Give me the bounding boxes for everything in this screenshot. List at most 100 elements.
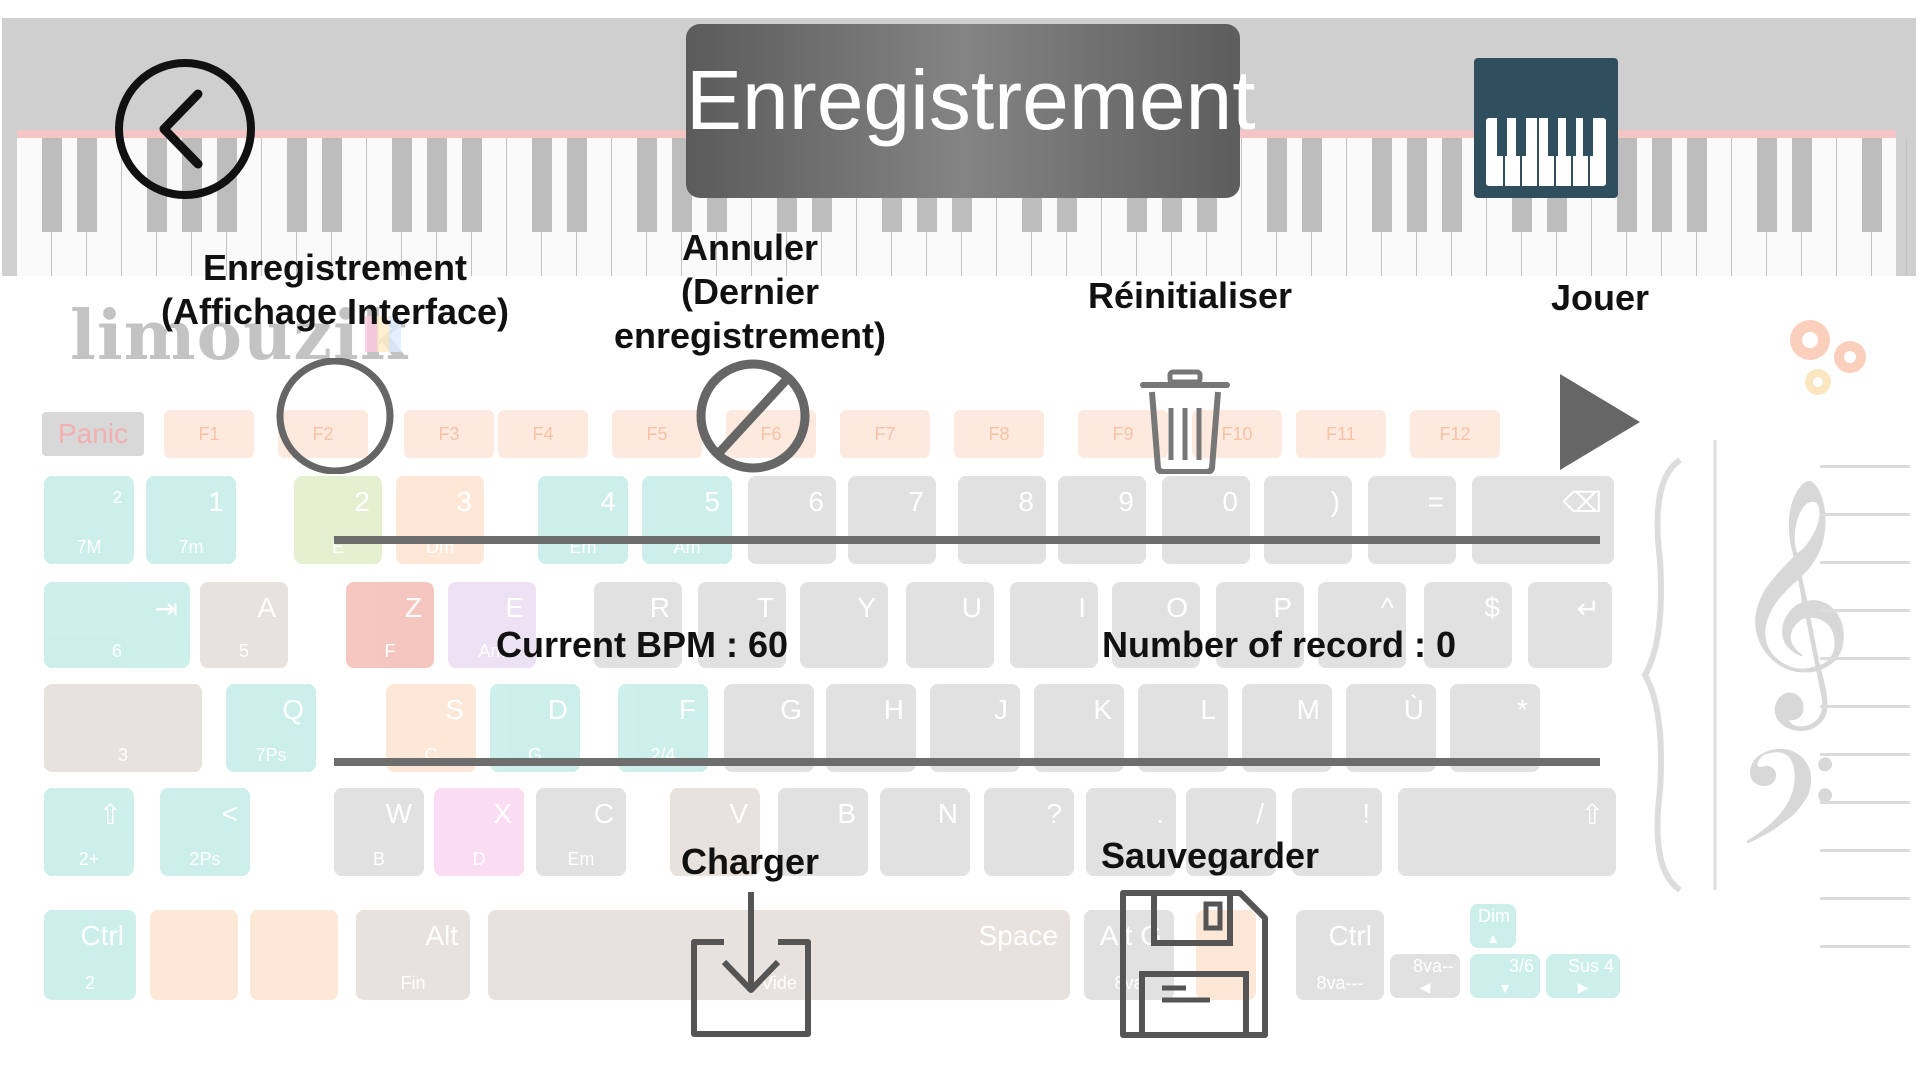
key-main-label: Ctrl [80,920,124,951]
keyboard-key[interactable]: ⇧2+ [44,788,134,876]
key-main-label: A [257,592,276,623]
keyboard-key[interactable]: N [880,788,970,876]
piano-black-key [77,138,97,232]
keyboard-key[interactable]: ? [984,788,1074,876]
function-key-f3[interactable]: F3 [404,410,494,458]
function-key-f7[interactable]: F7 [840,410,930,458]
function-key-f5[interactable]: F5 [612,410,702,458]
keyboard-key[interactable]: / [1186,788,1276,876]
save-button[interactable] [1118,888,1270,1040]
key-main-label: / [1256,798,1264,829]
key-main-label: ⌫ [1562,487,1602,518]
page-title: Enregistrement [686,53,1256,147]
keyboard-key[interactable]: 0 [1162,476,1250,564]
keyboard-key[interactable]: P [1216,582,1304,668]
keyboard-key[interactable]: 7 [848,476,936,564]
keyboard-key[interactable]: Ù [1346,684,1436,772]
reset-button[interactable] [1140,368,1230,475]
keyboard-key[interactable]: ⇧ [1398,788,1616,876]
play-button[interactable] [1556,372,1642,472]
function-key-f11[interactable]: F11 [1296,410,1386,458]
keyboard-key[interactable]: * [1450,684,1540,772]
keyboard-key[interactable]: T [698,582,786,668]
key-main-label: S [445,694,464,725]
staff-line [1820,945,1910,948]
keyboard-key[interactable]: ^ [1318,582,1406,668]
panic-button[interactable]: Panic [42,412,144,456]
keyboard-key[interactable]: G [724,684,814,772]
keyboard-key[interactable]: ↵ [1528,582,1612,668]
keyboard-key[interactable] [150,910,238,1000]
piano-white-key [227,138,262,276]
keyboard-key[interactable]: B [778,788,868,876]
keyboard-key[interactable]: R [594,582,682,668]
keyboard-key[interactable]: 6 [748,476,836,564]
key-main-label: Y [857,592,876,623]
keyboard-key[interactable]: K [1034,684,1124,772]
function-key-f4[interactable]: F4 [498,410,588,458]
keyboard-key[interactable]: . [1086,788,1176,876]
staff-line [1820,897,1910,900]
keyboard-key[interactable]: 8 [958,476,1046,564]
keyboard-key[interactable]: 3 [44,684,202,772]
keyboard-key[interactable]: J [930,684,1020,772]
keyboard-key[interactable]: ! [1292,788,1382,876]
function-key-f8[interactable]: F8 [954,410,1044,458]
key-sub-label: B [372,849,385,869]
keyboard-key[interactable]: <2Ps [160,788,250,876]
function-key-f1[interactable]: F1 [164,410,254,458]
piano-black-key [1687,138,1707,232]
undo-button[interactable] [692,358,814,474]
load-button[interactable] [688,890,814,1040]
keyboard-key[interactable]: I [1010,582,1098,668]
record-label: Enregistrement (Affichage Interface) [160,247,510,332]
keyboard-key[interactable]: M [1242,684,1332,772]
piano-white-key [1312,138,1347,276]
key-main-label: 2 [354,486,370,517]
keyboard-key[interactable]: ⌫ [1472,476,1614,564]
settings-gears-icon[interactable] [1780,312,1880,402]
function-key-f10[interactable]: F10 [1192,410,1282,458]
keyboard-key[interactable]: = [1368,476,1456,564]
keyboard-key[interactable]: 3/6▼ [1470,954,1540,998]
keyboard-key[interactable]: U [906,582,994,668]
key-sub-label: ▲ [1486,930,1500,946]
keyboard-key[interactable]: L [1138,684,1228,772]
piano-toggle-button[interactable] [1474,58,1618,198]
keyboard-key[interactable]: 8va--◀ [1390,954,1460,998]
keyboard-key[interactable]: ) [1264,476,1352,564]
piano-black-key [1407,138,1427,232]
keyboard-key[interactable]: Sus 4▶ [1546,954,1620,998]
record-button[interactable] [272,357,398,475]
keyboard-key[interactable]: Dim▲ [1470,904,1516,948]
keyboard-key[interactable]: V [670,788,760,876]
keyboard-key[interactable]: 9 [1058,476,1146,564]
keyboard-key[interactable]: H [826,684,916,772]
back-button[interactable] [112,56,258,202]
keyboard-key[interactable]: O [1112,582,1200,668]
keyboard-key[interactable] [250,910,338,1000]
keyboard-key[interactable]: ⇥6 [44,582,190,668]
piano-white-key [822,138,857,276]
keyboard-key[interactable]: $ [1424,582,1512,668]
function-key-f12[interactable]: F12 [1410,410,1500,458]
keyboard-key[interactable]: Y [800,582,888,668]
